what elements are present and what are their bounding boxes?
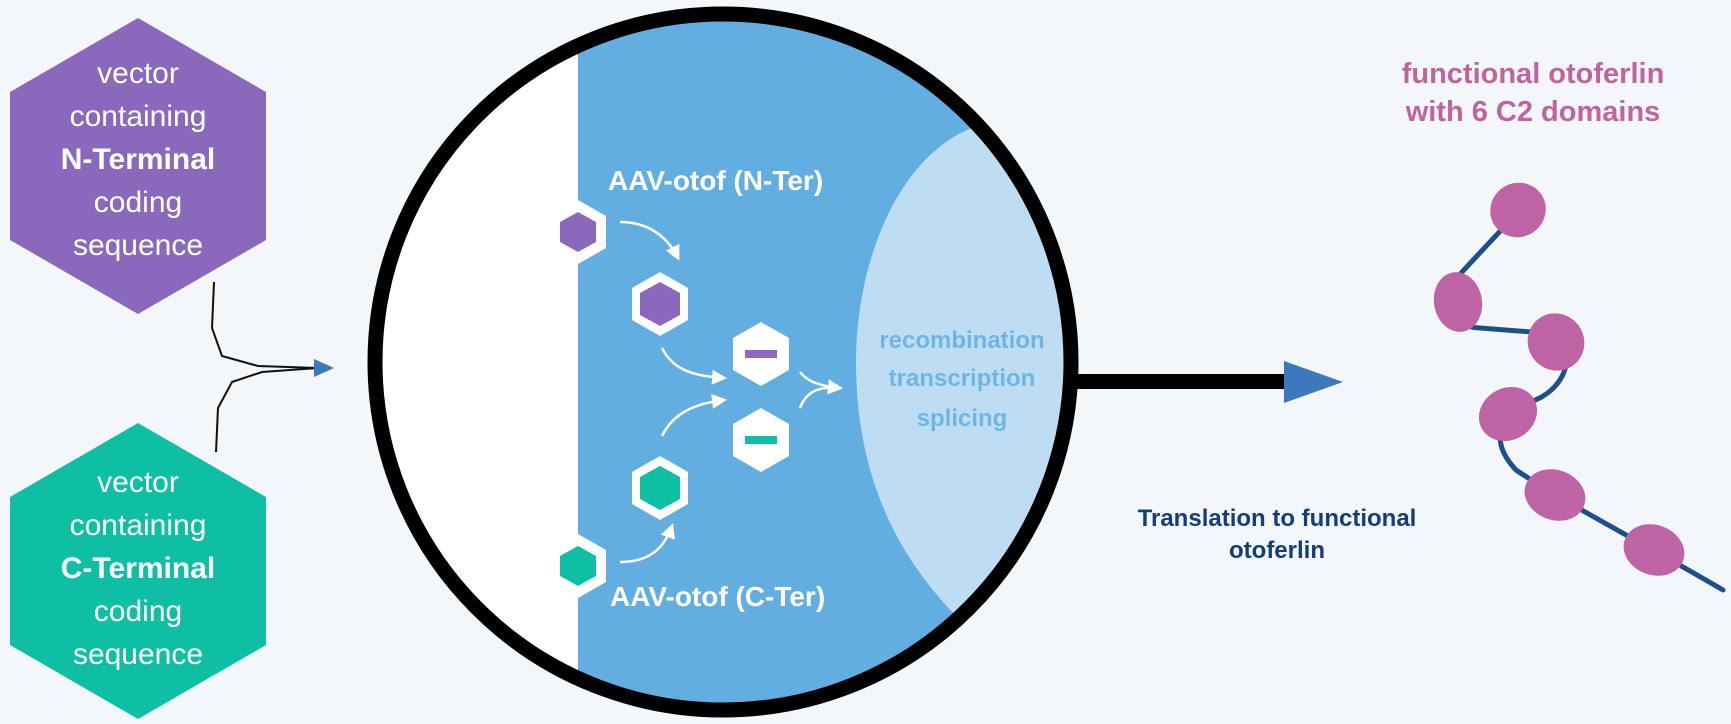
c2-domain bbox=[1490, 182, 1546, 238]
result-title-line1: functional otoferlin bbox=[1402, 58, 1665, 90]
n-ter-label: AAV-otof (N-Ter) bbox=[608, 165, 823, 196]
minus-icon bbox=[745, 350, 777, 358]
c-terminal-vector-label: vector containing C-Terminal coding sequ… bbox=[60, 466, 216, 671]
nucleus-step-recombination: recombination bbox=[879, 327, 1044, 354]
c-ter-vector-icon bbox=[632, 456, 688, 520]
c2-domain bbox=[1433, 272, 1483, 332]
result-title-line2: with 6 C2 domains bbox=[1405, 96, 1661, 128]
output-arrow-shaft bbox=[1076, 374, 1286, 389]
n-terminal-bold: N-Terminal bbox=[60, 143, 216, 176]
c-terminal-bold: C-Terminal bbox=[60, 552, 216, 585]
nucleus-step-splicing: splicing bbox=[917, 405, 1008, 432]
nucleus-step-transcription: transcription bbox=[889, 365, 1036, 392]
n-terminal-vector-hexagon bbox=[10, 18, 266, 314]
merge-arrowhead bbox=[314, 359, 334, 377]
otoferlin-protein bbox=[1433, 182, 1726, 593]
recombined-c-hexagon bbox=[733, 408, 789, 472]
translation-label-line1: Translation to functional bbox=[1138, 505, 1417, 532]
c-ter-label: AAV-otof (C-Ter) bbox=[610, 581, 825, 612]
c2-domain bbox=[1623, 524, 1685, 576]
cell-membrane-ring bbox=[367, 6, 1079, 718]
recombined-n-hexagon bbox=[733, 322, 789, 386]
c-ter-vector-icon-entry bbox=[550, 534, 606, 598]
minus-icon bbox=[745, 436, 777, 444]
c2-domain bbox=[1478, 386, 1538, 442]
merge-connector bbox=[210, 281, 319, 453]
n-ter-vector-icon-entry bbox=[550, 200, 606, 264]
n-ter-vector-icon bbox=[632, 272, 688, 336]
c2-domain bbox=[1524, 469, 1586, 521]
c2-domain bbox=[1527, 313, 1585, 371]
c-terminal-vector-hexagon bbox=[10, 423, 266, 719]
n-terminal-vector-label: vector containing N-Terminal coding sequ… bbox=[60, 57, 216, 262]
translation-label-line2: otoferlin bbox=[1229, 537, 1325, 564]
process-arrows bbox=[619, 220, 843, 564]
output-arrowhead bbox=[1284, 361, 1343, 403]
